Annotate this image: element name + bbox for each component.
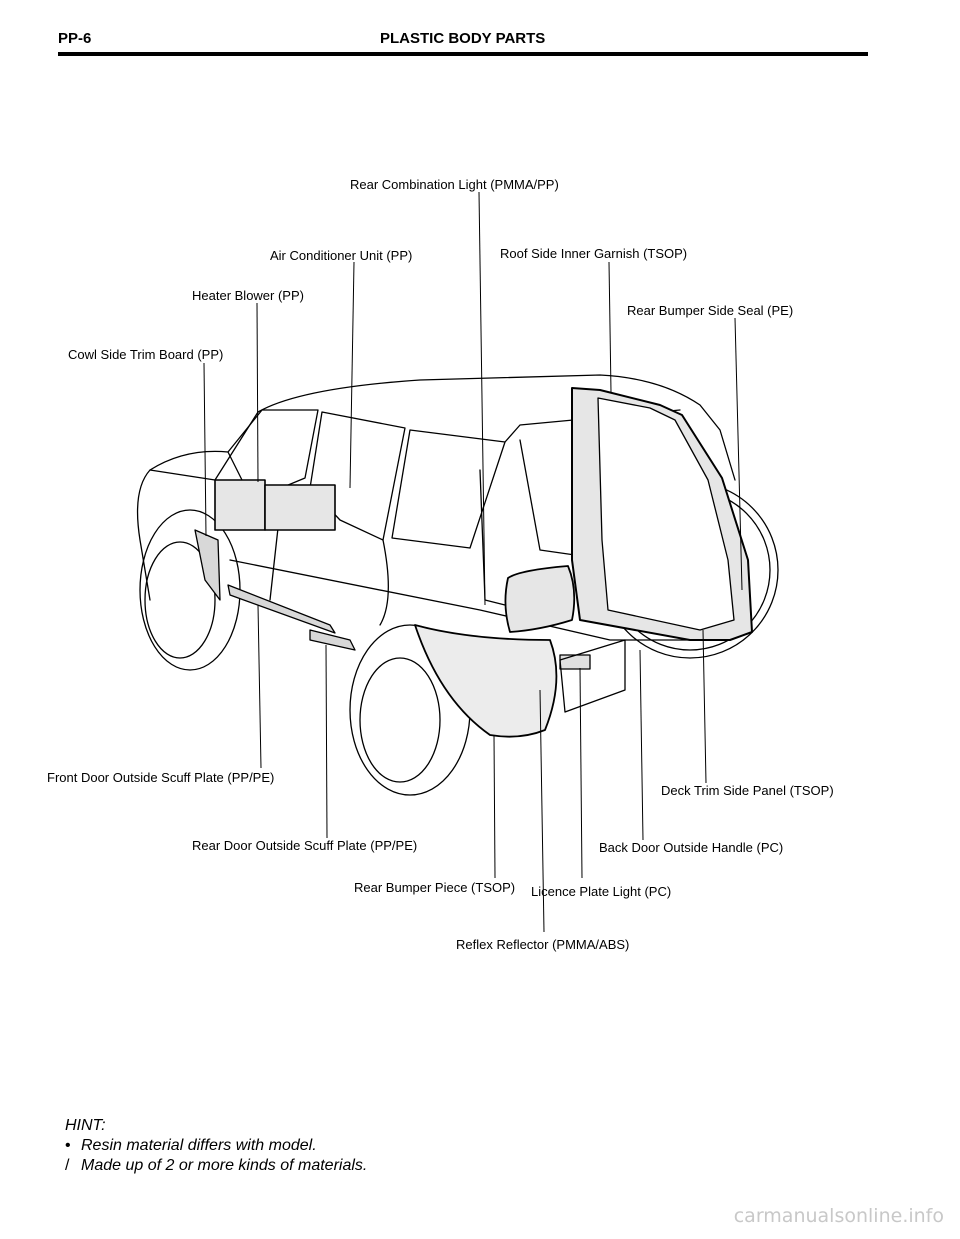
leader-cowl-side-trim-board [203,362,207,537]
bullet-mark: • [65,1137,71,1154]
cowl-side-trim [194,529,221,601]
air-conditioner-unit [264,484,336,531]
leader-rear-combination-light [478,191,486,606]
leader-licence-plate-light [579,667,583,879]
leader-front-door-scuff-plate [257,604,262,769]
label-rear-bumper-side-seal: Rear Bumper Side Seal (PE) [627,303,794,318]
leader-air-conditioner-unit [349,261,355,489]
watermark: carmanualsonline.info [733,1205,944,1227]
rear-body-box [519,439,576,556]
leader-back-door-outside-handle [639,649,644,841]
label-rear-bumper-piece: Rear Bumper Piece (TSOP) [354,880,516,895]
hint-item: / Made up of 2 or more kinds of material… [65,1156,367,1176]
label-deck-trim-side-panel: Deck Trim Side Panel (TSOP) [661,783,834,798]
label-rear-door-scuff-plate: Rear Door Outside Scuff Plate (PP/PE) [192,838,418,853]
front-wheel [139,509,241,671]
leader-rear-bumper-piece [493,734,496,879]
rear-bumper [414,624,558,738]
hint-item: • Resin material differs with model. [65,1136,367,1156]
leader-deck-trim-side-panel [702,629,707,784]
label-rear-combination-light: Rear Combination Light (PMMA/PP) [350,177,559,192]
leader-rear-door-scuff-plate [325,644,328,839]
hint-section: HINT: • Resin material differs with mode… [65,1116,367,1176]
page-id: PP-6 [58,30,92,47]
rear-door-line [379,539,389,626]
heater-blower [214,479,266,531]
leader-rear-bumper-side-seal [734,317,743,591]
hood-line [149,450,229,471]
page-header: PP-6 PLASTIC BODY PARTS [58,28,868,56]
label-licence-plate-light: Licence Plate Light (PC) [531,884,672,899]
page-title: PLASTIC BODY PARTS [380,30,546,47]
hint-item-text: Resin material differs with model. [81,1137,317,1154]
label-reflex-reflector: Reflex Reflector (PMMA/ABS) [456,937,630,952]
hint-item-text: Made up of 2 or more kinds of materials. [81,1157,368,1174]
label-heater-blower: Heater Blower (PP) [192,288,304,303]
hint-heading: HINT: [65,1117,106,1134]
front-scuff-plate [227,584,336,634]
label-roof-side-inner-garnish: Roof Side Inner Garnish (TSOP) [500,246,688,261]
label-cowl-side-trim-board: Cowl Side Trim Board (PP) [68,347,224,362]
rear-scuff-plate [309,629,356,651]
slash-mark: / [65,1157,70,1174]
back-door-handle [559,654,591,670]
rear-combination-light [504,565,576,633]
label-back-door-outside-handle: Back Door Outside Handle (PC) [599,840,784,855]
roof-outline [257,374,736,481]
leader-heater-blower [256,302,259,483]
rear-quarter-window [391,429,506,549]
rear-door-window [309,411,406,541]
leader-roof-side-inner-garnish [608,261,612,393]
leader-reflex-reflector [539,689,545,933]
label-front-door-scuff-plate: Front Door Outside Scuff Plate (PP/PE) [47,770,275,785]
licence-plate-area [559,639,626,713]
label-air-conditioner-unit: Air Conditioner Unit (PP) [270,248,413,263]
